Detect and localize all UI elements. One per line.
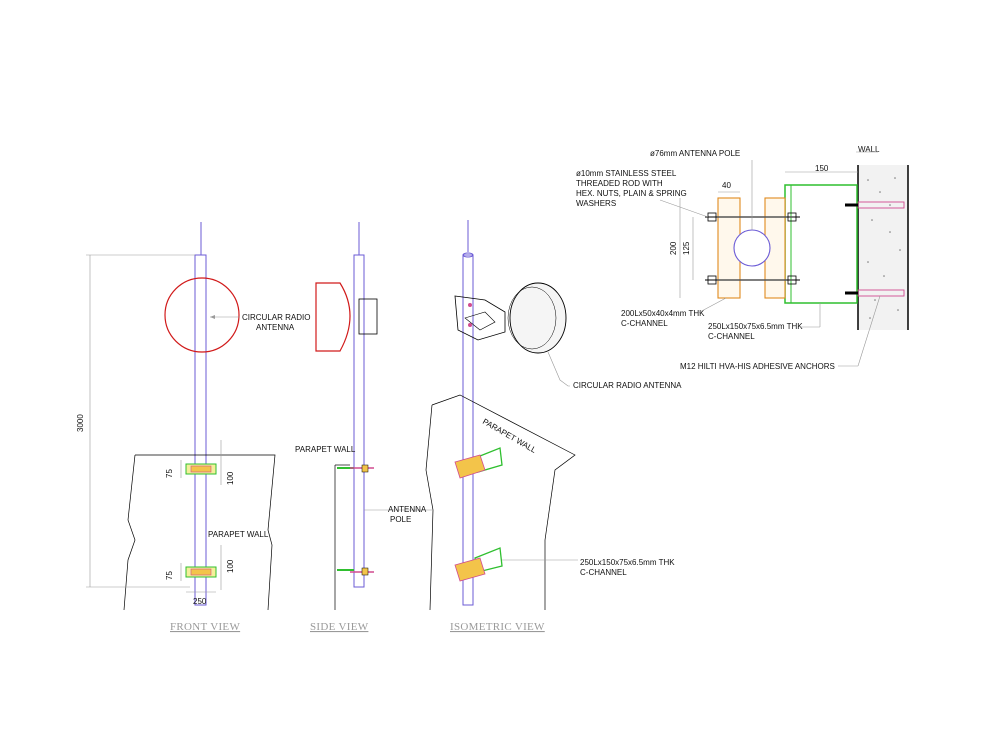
mount-plate xyxy=(464,311,496,331)
antenna-pole xyxy=(353,254,365,588)
dim-150: 150 xyxy=(815,164,829,173)
dim-100-top: 100 xyxy=(226,471,235,485)
rod-spec-label-2: THREADED ROD WITH xyxy=(576,179,663,188)
iso-antenna-label: CIRCULAR RADIO ANTENNA xyxy=(573,381,682,390)
nut-icon xyxy=(361,464,369,473)
leader-line xyxy=(659,199,709,218)
nut-icon xyxy=(787,212,797,222)
antenna-mount-block xyxy=(358,298,378,335)
dim-75-top: 75 xyxy=(165,469,174,478)
side-view-title: SIDE VIEW xyxy=(310,621,369,633)
dim-125: 125 xyxy=(682,241,691,255)
antenna-rim xyxy=(507,286,557,350)
nut-icon xyxy=(361,567,369,576)
parapet-wall-outline xyxy=(135,454,276,611)
iso-upper-clamp xyxy=(454,454,486,479)
iso-circular-radio-antenna xyxy=(509,282,567,354)
dim-75-bottom: 75 xyxy=(165,571,174,580)
front-view-title: FRONT VIEW xyxy=(170,621,240,633)
small-channel-label-2: C-CHANNEL xyxy=(621,319,668,328)
anchor-spec-label: M12 HILTI HVA-HIS ADHESIVE ANCHORS xyxy=(680,362,835,371)
dim-3000: 3000 xyxy=(76,414,85,432)
wall-label: WALL xyxy=(858,145,880,154)
detail-view: WALL 40 150 200 125 ø76mm ANTENNA POLE xyxy=(576,145,909,371)
isometric-view: PARAPET WALL CIRCULAR RADIO ANTENNA 250L… xyxy=(425,220,682,633)
leader-line xyxy=(857,295,881,367)
leader-line xyxy=(697,297,727,314)
iso-parapet-wall xyxy=(431,394,576,610)
antenna-label: CIRCULAR RADIO xyxy=(242,313,310,322)
rod-spec-label-4: WASHERS xyxy=(576,199,616,208)
wall-section xyxy=(858,165,908,330)
big-c-channel xyxy=(784,184,858,304)
iso-parapet-wall-left xyxy=(425,404,434,611)
antenna-pole xyxy=(462,254,474,606)
bolt-icon xyxy=(468,323,472,327)
circular-radio-antenna xyxy=(164,277,240,353)
parapet-wall-outline-left xyxy=(123,454,136,611)
bolt-icon xyxy=(468,303,472,307)
antenna-label-2: ANTENNA xyxy=(256,323,295,332)
concrete-hatch xyxy=(867,177,901,319)
upper-bracket-plate xyxy=(190,465,212,473)
rod-spec-label-1: ø10mm STAINLESS STEEL xyxy=(576,169,677,178)
pole-label-2: POLE xyxy=(390,515,411,524)
parapet-wall-label: PARAPET WALL xyxy=(208,530,269,539)
pole-label: ANTENNA xyxy=(388,505,427,514)
side-view: PARAPET WALL ANTENNA POLE SIDE VIEW xyxy=(295,222,432,633)
dim-200: 200 xyxy=(669,241,678,255)
antenna-mount-bracket xyxy=(454,295,506,341)
arrow-icon xyxy=(210,315,215,319)
iso-channel-label-2: C-CHANNEL xyxy=(580,568,627,577)
dim-100-bottom: 100 xyxy=(226,559,235,573)
iso-lower-clamp xyxy=(454,557,486,582)
iso-channel-label: 250Lx150x75x6.5mm THK xyxy=(580,558,675,567)
lower-bracket-plate xyxy=(190,568,212,576)
iso-parapet-label: PARAPET WALL xyxy=(481,417,538,455)
antenna-pole xyxy=(194,254,207,606)
circular-radio-antenna-side xyxy=(315,282,351,352)
nut-icon xyxy=(707,275,717,285)
nut-icon xyxy=(787,275,797,285)
big-channel-label-1: 250Lx150x75x6.5mm THK xyxy=(708,322,803,331)
dim-250: 250 xyxy=(193,597,207,606)
pole-section xyxy=(733,229,771,267)
parapet-wall-label: PARAPET WALL xyxy=(295,445,356,454)
leader-line xyxy=(547,351,570,387)
front-view: CIRCULAR RADIO ANTENNA PARAPET WALL 3000… xyxy=(76,222,310,633)
rod-spec-label-3: HEX. NUTS, PLAIN & SPRING xyxy=(576,189,687,198)
dim-40: 40 xyxy=(722,181,731,190)
isometric-view-title: ISOMETRIC VIEW xyxy=(450,621,545,633)
small-channel-label-1: 200Lx50x40x4mm THK xyxy=(621,309,705,318)
pole-spec-label: ø76mm ANTENNA POLE xyxy=(650,149,740,158)
side-channels xyxy=(337,467,354,571)
big-c-channel-web xyxy=(784,184,792,304)
big-channel-label-2: C-CHANNEL xyxy=(708,332,755,341)
